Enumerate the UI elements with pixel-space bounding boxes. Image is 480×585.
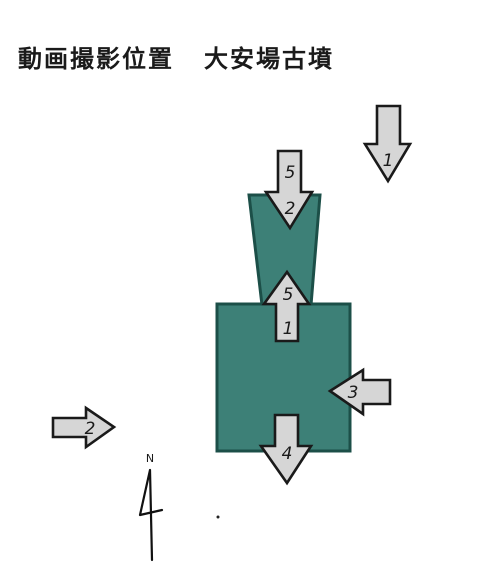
arrow-number-label: 3 [348, 383, 359, 403]
north-label: N [146, 452, 154, 465]
camera-arrow-2-west[interactable]: 2 [51, 405, 117, 450]
arrow-number-label: 4 [282, 444, 293, 464]
title-site-name: 大安場古墳 [204, 43, 334, 73]
camera-arrow-5-north[interactable]: 5 [263, 149, 315, 231]
arrow-number-label: 5 [285, 163, 296, 183]
camera-arrow-3-east[interactable]: 3 [327, 367, 392, 417]
arrow-number-label: 2 [285, 199, 296, 219]
north-compass: N [138, 452, 164, 562]
camera-arrow-5-1-center[interactable]: 5 1 [261, 269, 312, 343]
camera-arrow-4-south[interactable]: 4 [258, 413, 314, 486]
arrow-number-label: 1 [283, 319, 294, 339]
stray-dot [216, 515, 220, 519]
arrow-number-label: 5 [283, 285, 294, 305]
north-arrow-icon [138, 468, 164, 562]
arrow-number-label: 1 [383, 151, 394, 171]
arrow-number-label: 2 [85, 419, 96, 439]
camera-position-2-marker: 2 [285, 199, 296, 219]
title-heading: 動画撮影位置 [18, 43, 174, 73]
camera-arrow-1-top-right[interactable]: 1 [362, 104, 413, 184]
map-title: 動画撮影位置 大安場古墳 [18, 36, 334, 76]
